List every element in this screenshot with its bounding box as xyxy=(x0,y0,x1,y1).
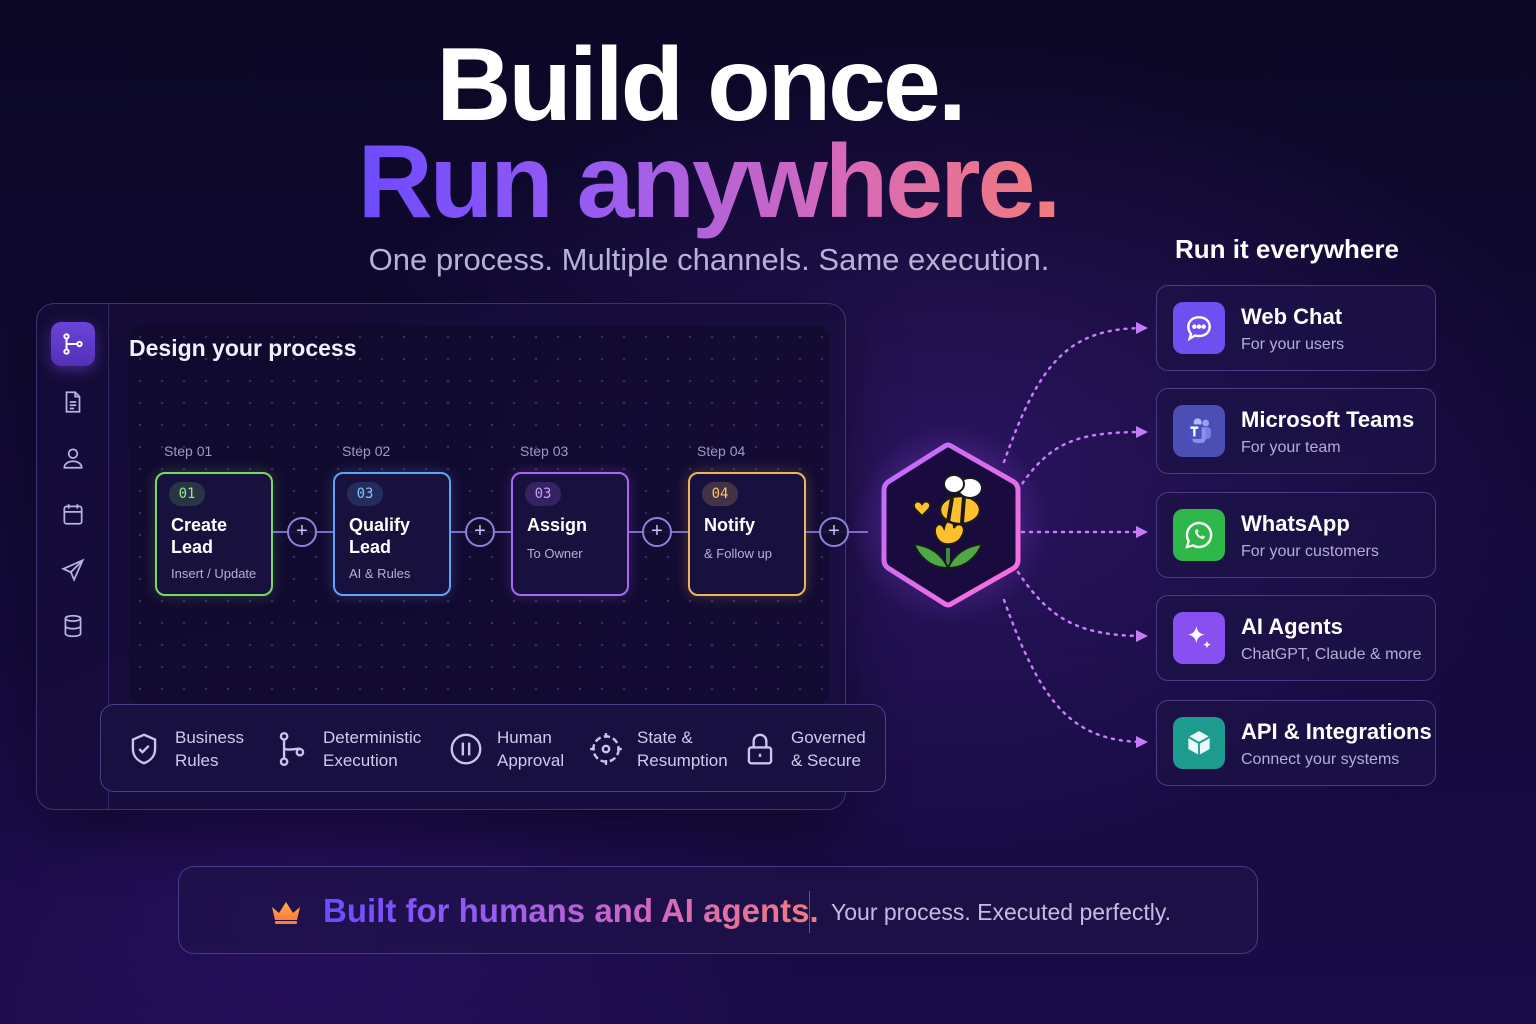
channel-subtitle: Connect your systems xyxy=(1241,751,1400,768)
feature-state-resumption: State & Resumption xyxy=(587,705,728,793)
channel-name: API & Integrations xyxy=(1241,719,1432,744)
crown-icon xyxy=(272,902,300,924)
channel-api-integrations[interactable]: API & Integrations Connect your systems xyxy=(1156,700,1436,786)
step-description: Insert / Update xyxy=(171,566,257,581)
step-card-create-lead[interactable]: 01 Create Lead Insert / Update xyxy=(155,472,273,596)
step-number: 03 xyxy=(525,482,561,506)
channel-icon-tile xyxy=(1173,405,1225,457)
footer-banner: Built for humans and AI agents. Your pro… xyxy=(178,866,1258,954)
channel-icon-tile xyxy=(1173,302,1225,354)
step-label: Step 04 xyxy=(697,443,746,459)
channel-whatsapp[interactable]: WhatsApp For your customers xyxy=(1156,492,1436,578)
step-description: & Follow up xyxy=(704,546,772,561)
step-number: 04 xyxy=(702,482,738,506)
feature-label: Execution xyxy=(323,751,398,770)
bee-flower-hub-icon xyxy=(881,442,1021,608)
sparkle-icon xyxy=(1187,626,1211,649)
resume-icon xyxy=(590,733,622,765)
step-title: Qualify Lead xyxy=(349,515,411,557)
add-step-button[interactable]: + xyxy=(287,517,317,547)
add-step-button[interactable]: + xyxy=(819,517,849,547)
channels-title: Run it everywhere xyxy=(1175,234,1399,264)
user-icon xyxy=(63,448,83,469)
channel-icon-tile xyxy=(1173,612,1225,664)
add-step-button[interactable]: + xyxy=(465,517,495,547)
hero-headline-accent: Run anywhere. xyxy=(0,122,1416,242)
rail-calendar-button[interactable] xyxy=(51,492,95,536)
rail-flow-button[interactable] xyxy=(51,322,95,366)
add-step-button[interactable]: + xyxy=(642,517,672,547)
branch-icon xyxy=(279,731,305,767)
hero-accent-text: Run anywhere. xyxy=(357,124,1062,240)
step-description: AI & Rules xyxy=(349,566,411,581)
whatsapp-icon xyxy=(1185,521,1213,549)
channel-microsoft-teams[interactable]: Microsoft Teams For your team xyxy=(1156,388,1436,474)
step-label: Step 02 xyxy=(342,443,391,459)
teams-icon xyxy=(1187,418,1211,443)
feature-label: Resumption xyxy=(637,751,728,770)
feature-label: Governed xyxy=(791,728,866,747)
shield-check-icon xyxy=(131,733,157,765)
step-card-notify[interactable]: 04 Notify & Follow up xyxy=(688,472,806,596)
hero-subtitle: One process. Multiple channels. Same exe… xyxy=(368,242,1050,277)
channel-name: Microsoft Teams xyxy=(1241,407,1415,432)
rail-document-button[interactable] xyxy=(51,380,95,424)
step-card-assign[interactable]: 03 Assign To Owner xyxy=(511,472,629,596)
channel-subtitle: ChatGPT, Claude & more xyxy=(1241,646,1422,663)
channel-icon-tile xyxy=(1173,717,1225,769)
channel-subtitle: For your users xyxy=(1241,336,1345,353)
channel-web-chat[interactable]: Web Chat For your users xyxy=(1156,285,1436,371)
channel-name: Web Chat xyxy=(1241,304,1343,329)
step-number: 01 xyxy=(169,482,205,506)
designer-sidebar xyxy=(37,304,109,809)
channel-name: WhatsApp xyxy=(1241,511,1350,536)
database-icon xyxy=(64,614,82,638)
footer-subtitle: Your process. Executed perfectly. xyxy=(831,899,1172,925)
send-icon xyxy=(61,558,85,582)
designer-title: Design your process xyxy=(129,334,357,361)
chat-icon xyxy=(1187,316,1211,342)
feature-label: Human xyxy=(497,728,552,747)
feature-label: Business xyxy=(175,728,244,747)
rail-user-button[interactable] xyxy=(51,436,95,480)
feature-label: Rules xyxy=(175,751,219,770)
lock-icon xyxy=(747,733,773,765)
footer-tagline: Built for humans and AI agents. xyxy=(323,892,819,929)
step-label: Step 03 xyxy=(520,443,569,459)
footer-divider xyxy=(809,891,810,933)
channel-subtitle: For your customers xyxy=(1241,543,1379,560)
document-icon xyxy=(65,391,81,413)
feature-label: State & xyxy=(637,728,693,747)
feature-label: & Secure xyxy=(791,751,861,770)
step-number: 03 xyxy=(347,482,383,506)
feature-label: Approval xyxy=(497,751,565,770)
feature-label: Deterministic xyxy=(323,728,422,747)
channel-name: AI Agents xyxy=(1241,614,1343,639)
step-title: Create Lead xyxy=(171,515,228,557)
hero-headline: Build once. xyxy=(436,27,966,143)
channel-icon-tile xyxy=(1173,509,1225,561)
calendar-icon xyxy=(63,504,83,525)
channel-subtitle: For your team xyxy=(1241,439,1341,456)
step-label: Step 01 xyxy=(164,443,213,459)
branch-icon xyxy=(63,333,83,355)
channel-ai-agents[interactable]: AI Agents ChatGPT, Claude & more xyxy=(1156,595,1436,681)
step-title: Assign xyxy=(527,515,588,535)
pause-icon xyxy=(450,733,482,765)
rail-send-button[interactable] xyxy=(51,548,95,592)
rail-database-button[interactable] xyxy=(51,604,95,648)
step-card-qualify-lead[interactable]: 03 Qualify Lead AI & Rules xyxy=(333,472,451,596)
step-description: To Owner xyxy=(527,546,583,561)
step-title: Notify xyxy=(704,515,755,535)
feature-governed-secure: Governed & Secure xyxy=(741,705,866,793)
cube-icon xyxy=(1187,731,1211,755)
